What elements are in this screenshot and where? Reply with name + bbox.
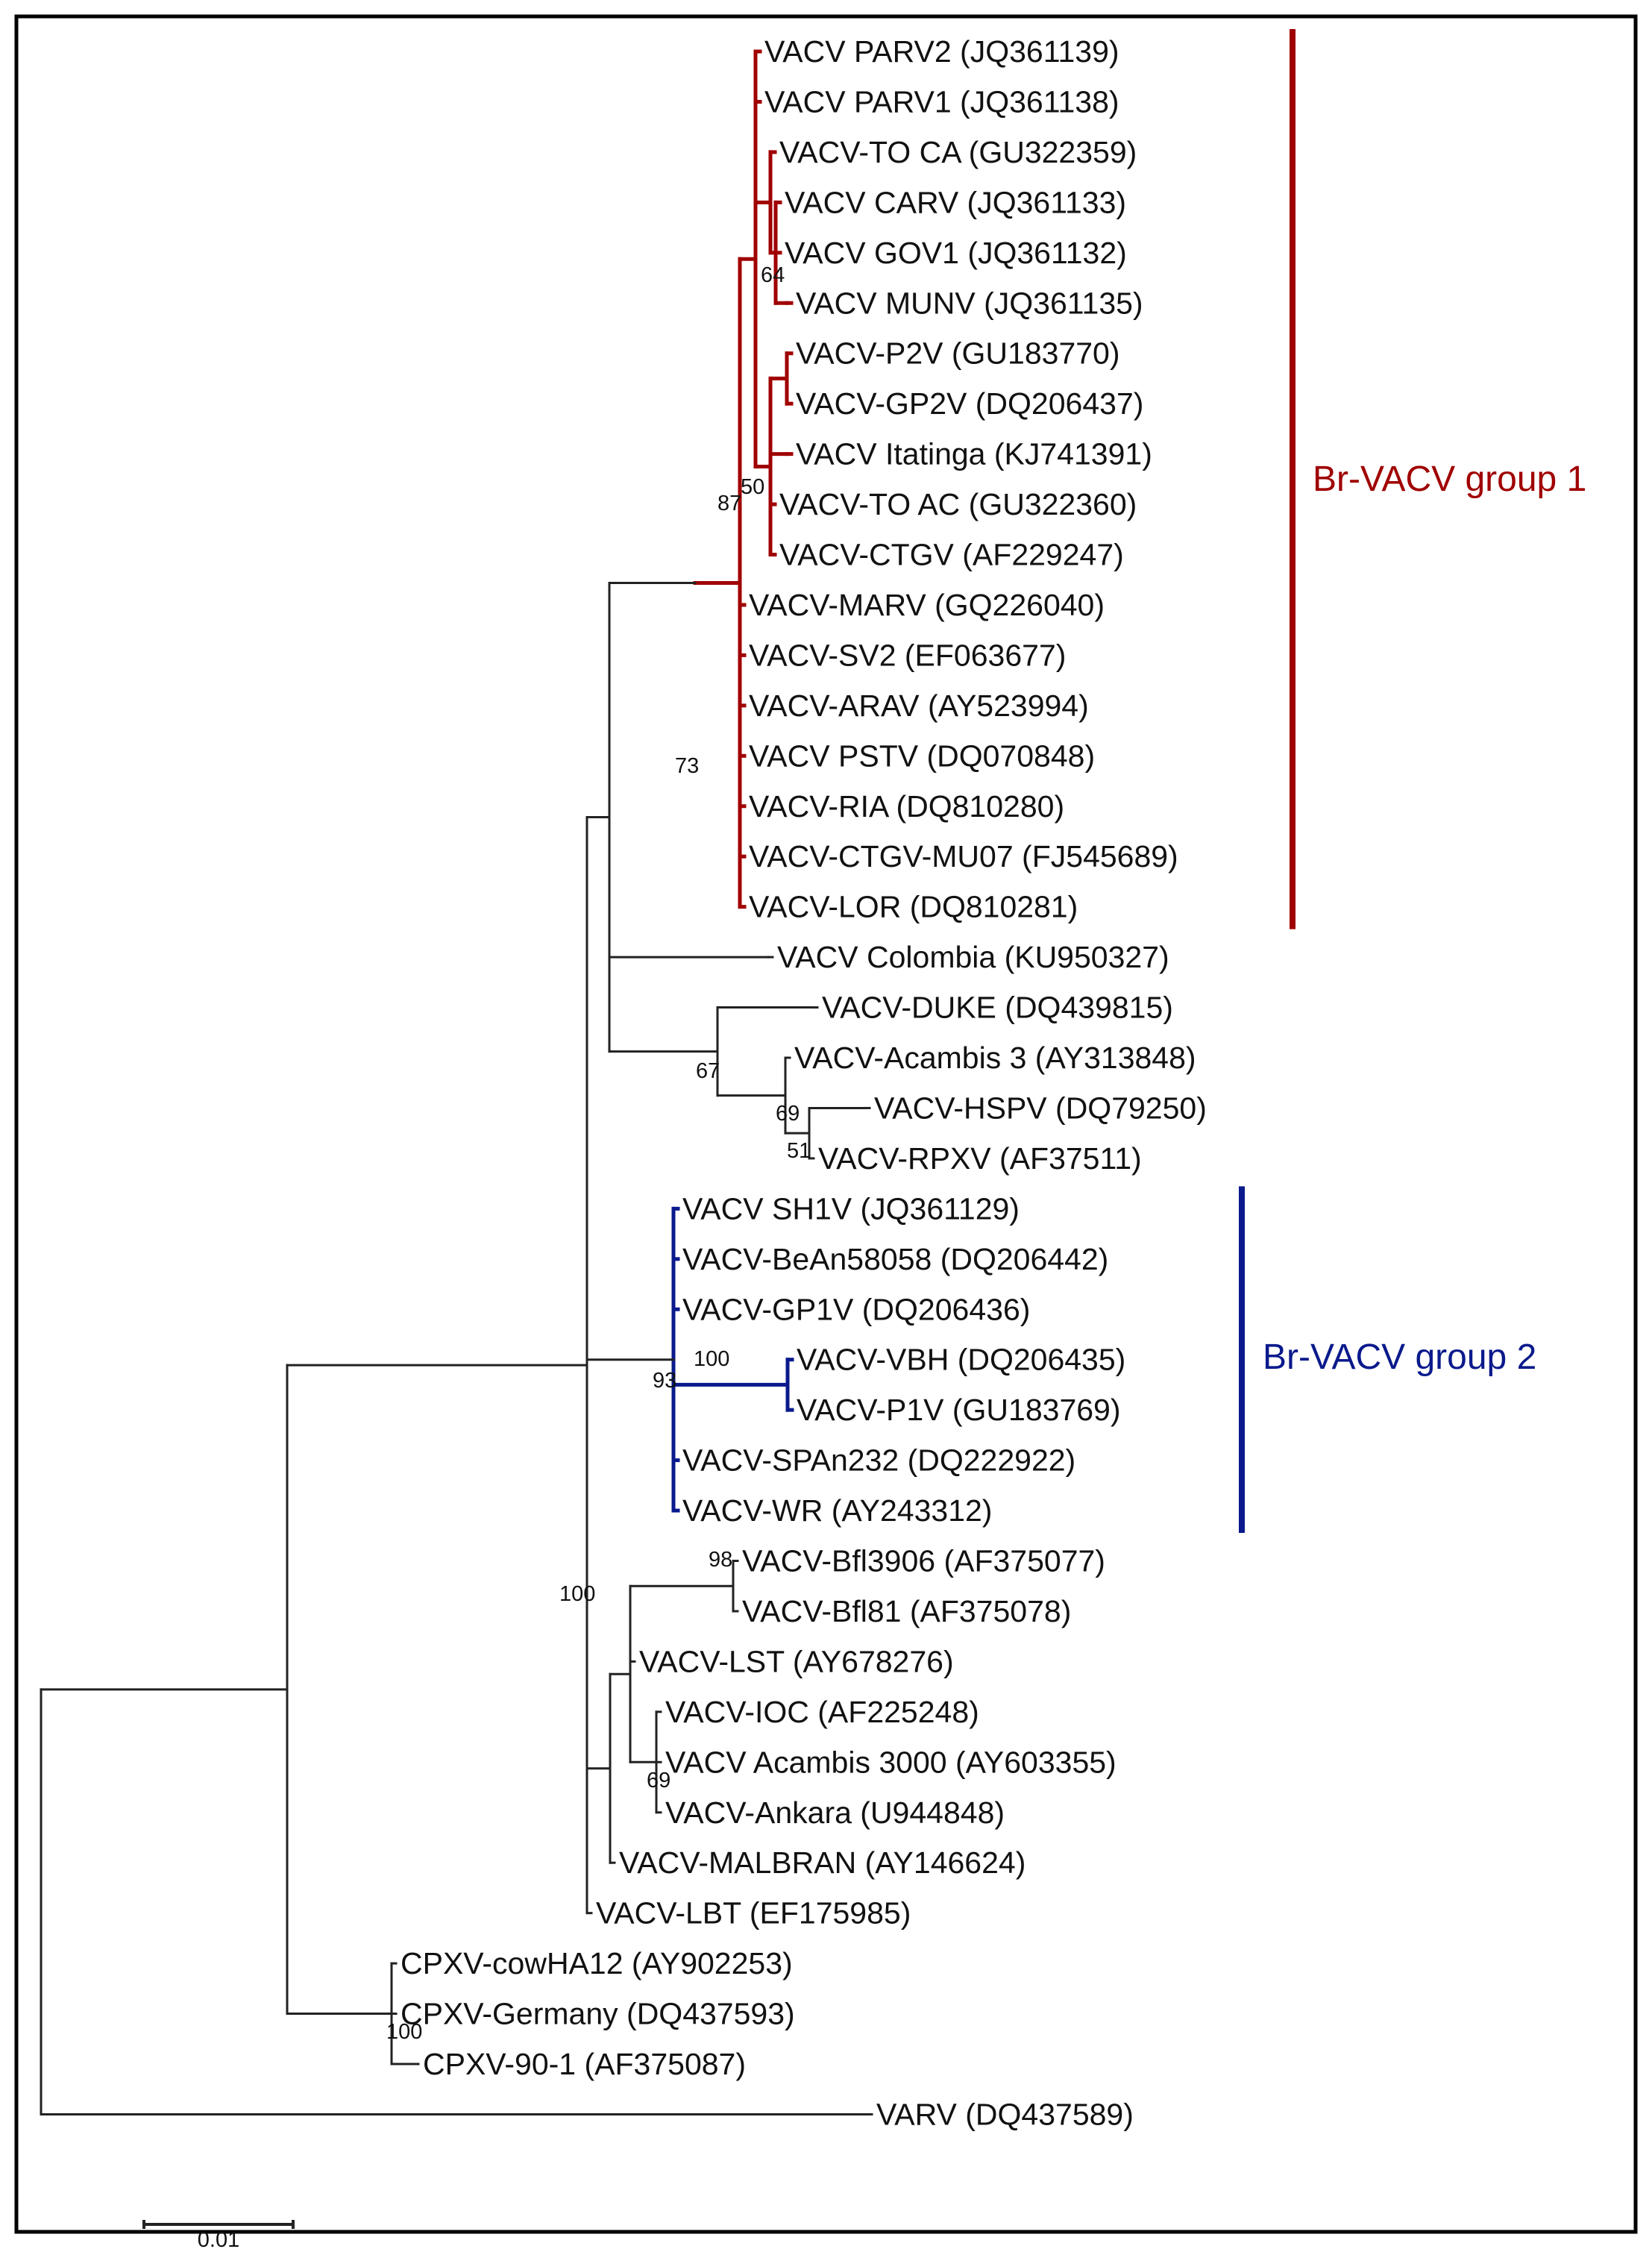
leaf-label-SPAn232: VACV-SPAn232 (DQ222922) bbox=[682, 1443, 1075, 1478]
leaf-label-LOR: VACV-LOR (DQ810281) bbox=[749, 890, 1078, 924]
leaf-label-WR: VACV-WR (AY243312) bbox=[682, 1493, 992, 1528]
leaf-label-Colombia: VACV Colombia (KU950327) bbox=[777, 940, 1169, 974]
leaf-label-CTGV: VACV-CTGV (AF229247) bbox=[779, 538, 1124, 572]
bootstrap-b51: 51 bbox=[787, 1139, 811, 1163]
bootstrap-b87: 87 bbox=[717, 492, 741, 515]
leaf-label-PSTV: VACV PSTV (DQ070848) bbox=[749, 738, 1095, 773]
leaf-label-Acambis3000: VACV Acambis 3000 (AY603355) bbox=[665, 1745, 1116, 1779]
scale-bar-label: 0.01 bbox=[198, 2228, 239, 2249]
leaf-label-IOC: VACV-IOC (AF225248) bbox=[665, 1695, 979, 1729]
bootstrap-b93: 93 bbox=[653, 1369, 676, 1393]
leaf-label-LBT: VACV-LBT (EF175985) bbox=[596, 1896, 911, 1930]
group-label-g1: Br-VACV group 1 bbox=[1313, 459, 1586, 499]
bootstrap-b100a: 100 bbox=[559, 1582, 595, 1606]
leaf-label-BeAn58058: VACV-BeAn58058 (DQ206442) bbox=[682, 1242, 1108, 1276]
leaf-label-CARV: VACV CARV (JQ361133) bbox=[785, 185, 1126, 219]
scale-bar: 0.01 bbox=[142, 2220, 295, 2249]
leaf-label-PARV1: VACV PARV1 (JQ361138) bbox=[764, 84, 1119, 119]
leaf-label-SV2: VACV-SV2 (EF063677) bbox=[749, 638, 1066, 672]
leaf-label-CTGVMU07: VACV-CTGV-MU07 (FJ545689) bbox=[749, 839, 1178, 873]
leaf-label-VARV: VARV (DQ437589) bbox=[876, 2097, 1134, 2131]
leaf-label-PARV2: VACV PARV2 (JQ361139) bbox=[764, 34, 1119, 69]
leaf-label-Germany: CPXV-Germany (DQ437593) bbox=[401, 1997, 795, 2031]
leaf-label-TOAC: VACV-TO AC (GU322360) bbox=[779, 487, 1137, 521]
bootstrap-b69b: 69 bbox=[647, 1769, 670, 1792]
leaf-label-P2V: VACV-P2V (GU183770) bbox=[796, 336, 1120, 371]
leaf-label-P1V: VACV-P1V (GU183769) bbox=[797, 1393, 1121, 1427]
leaf-label-SH1V: VACV SH1V (JQ361129) bbox=[682, 1191, 1020, 1226]
bootstrap-b100c: 100 bbox=[386, 2020, 422, 2044]
figure-border bbox=[14, 14, 1638, 2234]
leaf-label-DUKE: VACV-DUKE (DQ439815) bbox=[822, 991, 1173, 1025]
bootstrap-b50: 50 bbox=[741, 475, 764, 499]
bootstrap-b100b: 100 bbox=[694, 1347, 729, 1371]
leaf-label-GOV1: VACV GOV1 (JQ361132) bbox=[785, 236, 1127, 270]
leaf-label-MUNV: VACV MUNV (JQ361135) bbox=[796, 286, 1143, 320]
leaf-label-RPXV: VACV-RPXV (AF37511) bbox=[818, 1141, 1142, 1176]
leaf-label-ARAV: VACV-ARAV (AY523994) bbox=[749, 688, 1089, 723]
leaf-label-Ankara: VACV-Ankara (U944848) bbox=[665, 1795, 1005, 1830]
bootstrap-b64: 64 bbox=[761, 263, 785, 287]
scale-bar-line bbox=[142, 2220, 295, 2229]
leaf-label-Bfl81: VACV-Bfl81 (AF375078) bbox=[742, 1594, 1071, 1628]
bootstrap-b73: 73 bbox=[675, 754, 699, 778]
leaf-label-LST: VACV-LST (AY678276) bbox=[639, 1644, 954, 1678]
group-label-g2: Br-VACV group 2 bbox=[1263, 1337, 1536, 1377]
bootstrap-labels: 64 5087 73 67 69 51 100 93 98 69 100 100 bbox=[386, 263, 811, 2044]
bootstrap-b69a: 69 bbox=[776, 1102, 800, 1126]
bootstrap-b67: 67 bbox=[696, 1059, 720, 1083]
leaf-label-GP2V: VACV-GP2V (DQ206437) bbox=[796, 386, 1143, 421]
leaf-label-GP1V: VACV-GP1V (DQ206436) bbox=[682, 1292, 1030, 1326]
leaf-label-HSPV: VACV-HSPV (DQ79250) bbox=[874, 1091, 1207, 1125]
leaf-label-cowHA12: CPXV-cowHA12 (AY902253) bbox=[401, 1946, 793, 1980]
tree-branches bbox=[40, 49, 873, 2115]
leaf-label-Acambis3: VACV-Acambis 3 (AY313848) bbox=[794, 1041, 1196, 1075]
leaf-labels: VACV PARV2 (JQ361139) VACV PARV1 (JQ36113… bbox=[401, 34, 1207, 2131]
leaf-label-Itatinga: VACV Itatinga (KJ741391) bbox=[796, 437, 1152, 471]
leaf-label-VBH: VACV-VBH (DQ206435) bbox=[797, 1343, 1125, 1377]
leaf-label-RIA: VACV-RIA (DQ810280) bbox=[749, 789, 1064, 824]
leaf-label-TOCA: VACV-TO CA (GU322359) bbox=[779, 135, 1137, 169]
leaf-label-MARV: VACV-MARV (GQ226040) bbox=[749, 588, 1105, 622]
leaf-label-Bfl3906: VACV-Bfl3906 (AF375077) bbox=[742, 1544, 1105, 1578]
leaf-label-MALBRAN: VACV-MALBRAN (AY146624) bbox=[619, 1845, 1026, 1880]
group-markers: Br-VACV group 1 Br-VACV group 2 bbox=[1239, 29, 1586, 1534]
bootstrap-b98: 98 bbox=[709, 1548, 732, 1572]
leaf-label-CPXV901: CPXV-90-1 (AF375087) bbox=[423, 2047, 746, 2081]
